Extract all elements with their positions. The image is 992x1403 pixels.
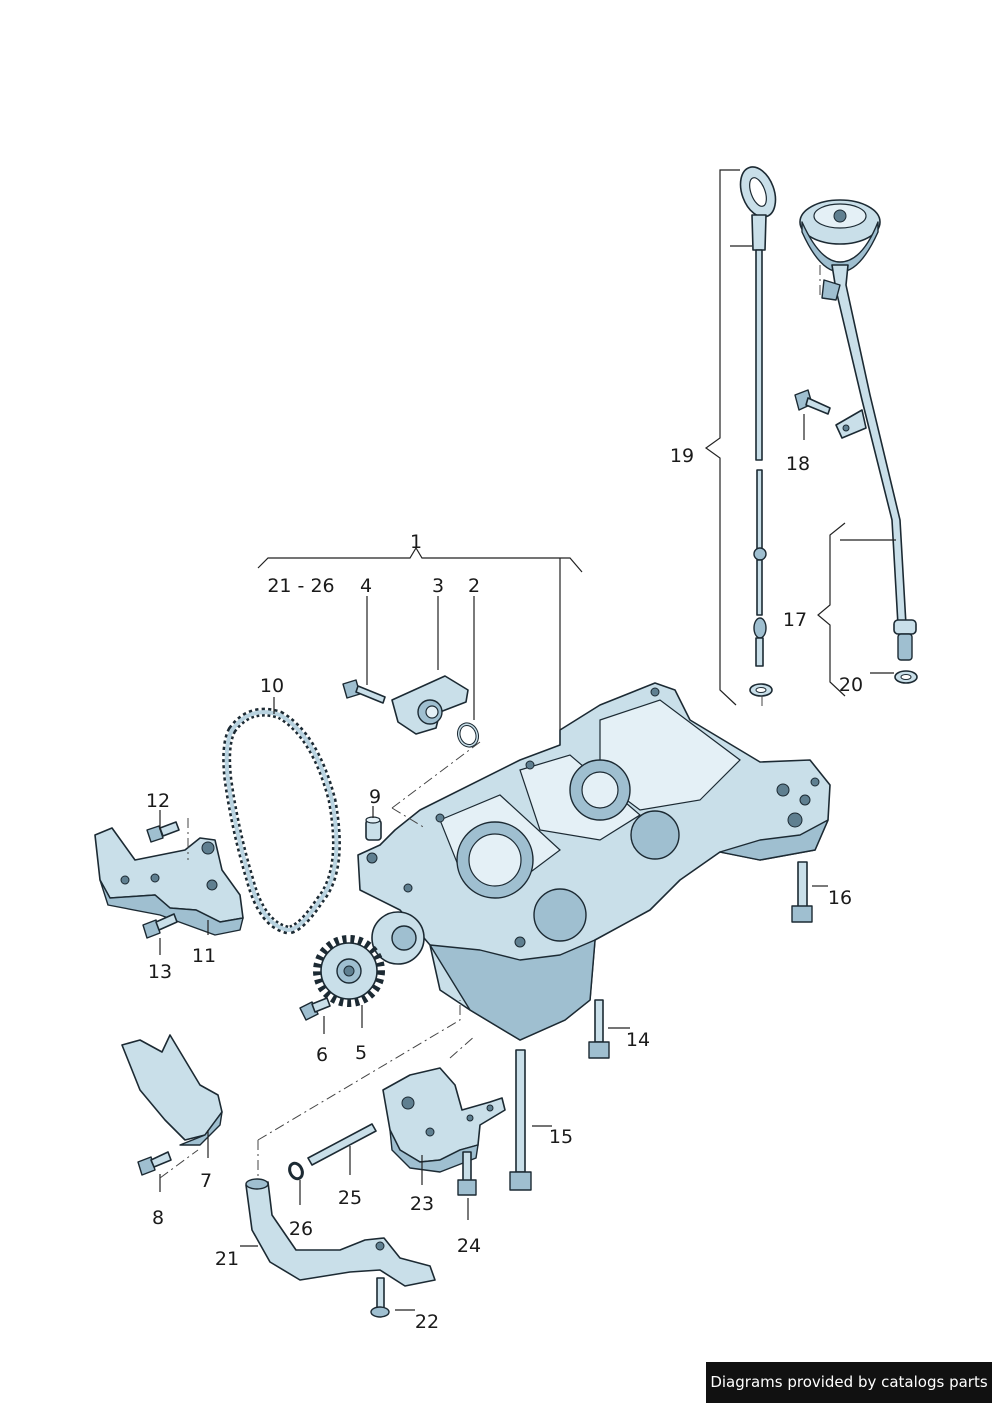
label-17: 17 [783, 609, 807, 631]
tensioner-seal-ring[interactable] [456, 722, 480, 749]
tensioner-bolt[interactable] [342, 679, 386, 704]
label-22: 22 [415, 1311, 439, 1333]
pump-drive-shaft[interactable] [307, 1123, 377, 1166]
label-20: 20 [839, 674, 863, 696]
label-13: 13 [148, 961, 172, 983]
label-14: 14 [626, 1029, 650, 1051]
cover-bolt[interactable] [137, 1151, 172, 1176]
bracket-bolt-upper[interactable] [146, 821, 180, 843]
label-21-26: 21 - 26 [267, 575, 334, 597]
part-labels: 1 21 - 26 4 3 2 19 18 17 20 10 9 12 16 1… [146, 445, 863, 1333]
label-1: 1 [410, 531, 422, 553]
label-3: 3 [432, 575, 444, 597]
label-23: 23 [410, 1193, 434, 1215]
label-15: 15 [549, 1126, 573, 1148]
label-21: 21 [215, 1248, 239, 1270]
oil-suction-pipe[interactable] [245, 1178, 436, 1287]
dowel-sleeve[interactable] [365, 816, 382, 841]
label-24: 24 [457, 1235, 481, 1257]
label-8: 8 [152, 1207, 164, 1229]
bracket-bolt-lower[interactable] [142, 913, 178, 939]
bolt-14[interactable] [588, 999, 610, 1059]
sprocket-bolt[interactable] [299, 997, 331, 1021]
leader-lines [159, 169, 896, 1311]
mounting-bracket[interactable] [94, 827, 244, 936]
label-5: 5 [355, 1042, 367, 1064]
guide-tube-bolt[interactable] [794, 389, 831, 415]
label-12: 12 [146, 790, 170, 812]
suction-pipe-bolt[interactable] [370, 1277, 390, 1318]
bolt-16[interactable] [791, 861, 813, 923]
oil-pump[interactable] [382, 1067, 506, 1173]
label-2: 2 [468, 575, 480, 597]
label-25: 25 [338, 1187, 362, 1209]
oil-pump-bolt[interactable] [457, 1151, 477, 1196]
credit-banner: Diagrams provided by catalogs parts [706, 1362, 992, 1403]
chain-sprocket[interactable] [313, 935, 385, 1007]
dipstick-seal-washer[interactable] [749, 683, 773, 697]
guide-tube-o-ring[interactable] [894, 670, 918, 684]
chain-tensioner[interactable] [391, 675, 469, 735]
label-10: 10 [260, 675, 284, 697]
label-18: 18 [786, 453, 810, 475]
timing-chain[interactable] [222, 707, 341, 935]
label-6: 6 [316, 1044, 328, 1066]
label-4: 4 [360, 575, 372, 597]
label-11: 11 [192, 945, 216, 967]
label-26: 26 [289, 1218, 313, 1240]
label-19: 19 [670, 445, 694, 467]
oil-dipstick[interactable] [734, 162, 782, 667]
oil-pan-housing[interactable] [357, 682, 831, 1041]
bolt-15[interactable] [509, 1049, 532, 1191]
label-7: 7 [200, 1170, 212, 1192]
label-16: 16 [828, 887, 852, 909]
label-9: 9 [369, 786, 381, 808]
dipstick-guide-tube[interactable] [799, 199, 917, 661]
chain-cover[interactable] [121, 1034, 223, 1146]
pump-o-ring[interactable] [287, 1161, 305, 1181]
